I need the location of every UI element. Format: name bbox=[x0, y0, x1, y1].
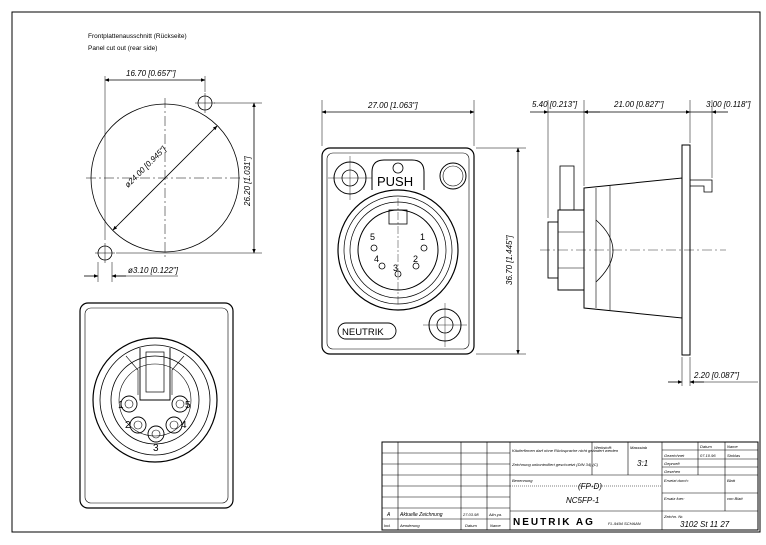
front-dim-width: 27.00 [1.063"] bbox=[367, 101, 418, 110]
rev-name: Alin.ya. bbox=[488, 512, 502, 517]
designation-sub: (FP-D) bbox=[578, 482, 602, 491]
note-2: Zeichnung unkontrolliert geschuetzt (DIN… bbox=[511, 462, 599, 467]
replaces-label: Ersatz fuer: bbox=[664, 496, 684, 501]
drawn-label: Gezeichnet bbox=[664, 453, 685, 458]
front-brand-plate: NEUTRIK bbox=[342, 327, 384, 338]
rear-pin-5: 5 bbox=[185, 400, 191, 411]
front-view bbox=[321, 100, 526, 355]
side-dim-d: 2.20 [0.087"] bbox=[693, 371, 740, 380]
cutout-dim-hole: ø3.10 [0.122"] bbox=[128, 266, 179, 275]
rear-pin-4: 4 bbox=[181, 420, 187, 431]
front-pin-1: 1 bbox=[420, 232, 425, 242]
side-dim-c: 3.00 [0.118"] bbox=[706, 100, 751, 109]
name-header: Name bbox=[727, 444, 738, 449]
company-address: FL-9494 SCHAAN bbox=[608, 521, 641, 526]
rear-pin-2: 2 bbox=[125, 420, 131, 431]
drawn-date: 07.10.96 bbox=[700, 453, 716, 458]
front-dim-height: 36.70 [1.445"] bbox=[505, 235, 514, 285]
rev-date: 27.03.98 bbox=[462, 512, 479, 517]
scale-label: Massstab bbox=[630, 445, 648, 450]
drawing-no: 3102 St 11 27 bbox=[680, 520, 730, 529]
rear-view bbox=[79, 302, 234, 509]
col-index: Ind. bbox=[384, 523, 391, 528]
col-date: Datum bbox=[465, 523, 477, 528]
cutout-dim-height: 26.20 [1.031"] bbox=[243, 156, 252, 207]
front-pin-4: 4 bbox=[374, 254, 379, 264]
col-change: Aenderung bbox=[399, 523, 420, 528]
col-name: Name bbox=[490, 523, 501, 528]
checked-label: Geprueft bbox=[664, 461, 680, 466]
cutout-dim-width: 16.70 [0.657"] bbox=[126, 69, 176, 78]
drawn-name: Stoklas bbox=[727, 453, 740, 458]
designation-label: Benennung bbox=[512, 478, 533, 483]
side-view bbox=[530, 100, 758, 386]
rev-letter: A bbox=[386, 512, 391, 518]
cutout-dim-diameter: ø24.00 [0.945"] bbox=[123, 144, 168, 189]
drawing-no-label: Zeichn. Nr. bbox=[663, 514, 683, 519]
title-block bbox=[381, 441, 759, 531]
front-pin-3: 3 bbox=[393, 263, 398, 273]
header-title-en: Panel cut out (rear side) bbox=[88, 45, 157, 52]
scale-value: 3:1 bbox=[637, 459, 648, 468]
side-dim-b: 21.00 [0.827"] bbox=[613, 100, 664, 109]
company-name: NEUTRIK AG bbox=[513, 517, 595, 528]
note-1: Käuferfirmen darf ohne Rücksprache nicht… bbox=[512, 448, 619, 453]
rev-text: Aktuelle Zeichnung bbox=[399, 512, 443, 518]
front-push-label: PUSH bbox=[377, 174, 413, 189]
drawing-border bbox=[11, 11, 761, 533]
header-title-de: Frontplattenausschnitt (Rückseite) bbox=[88, 33, 187, 40]
front-pin-5: 5 bbox=[370, 232, 375, 242]
cutout-view bbox=[84, 76, 262, 282]
designation: NC5FP-1 bbox=[566, 496, 599, 505]
rear-pin-1: 1 bbox=[118, 400, 124, 411]
material-label: Werkstoff: bbox=[594, 445, 612, 450]
approved-label: Gesehen bbox=[664, 469, 681, 474]
replaced-by-label: Ersetzt durch: bbox=[664, 478, 689, 483]
rear-pin-3: 3 bbox=[153, 443, 159, 454]
side-dim-a: 5.40 [0.213"] bbox=[532, 100, 578, 109]
sheet-label: Blatt bbox=[727, 478, 736, 483]
of-label: von Blatt bbox=[727, 496, 743, 501]
date-header: Datum bbox=[700, 444, 712, 449]
front-pin-2: 2 bbox=[413, 254, 418, 264]
